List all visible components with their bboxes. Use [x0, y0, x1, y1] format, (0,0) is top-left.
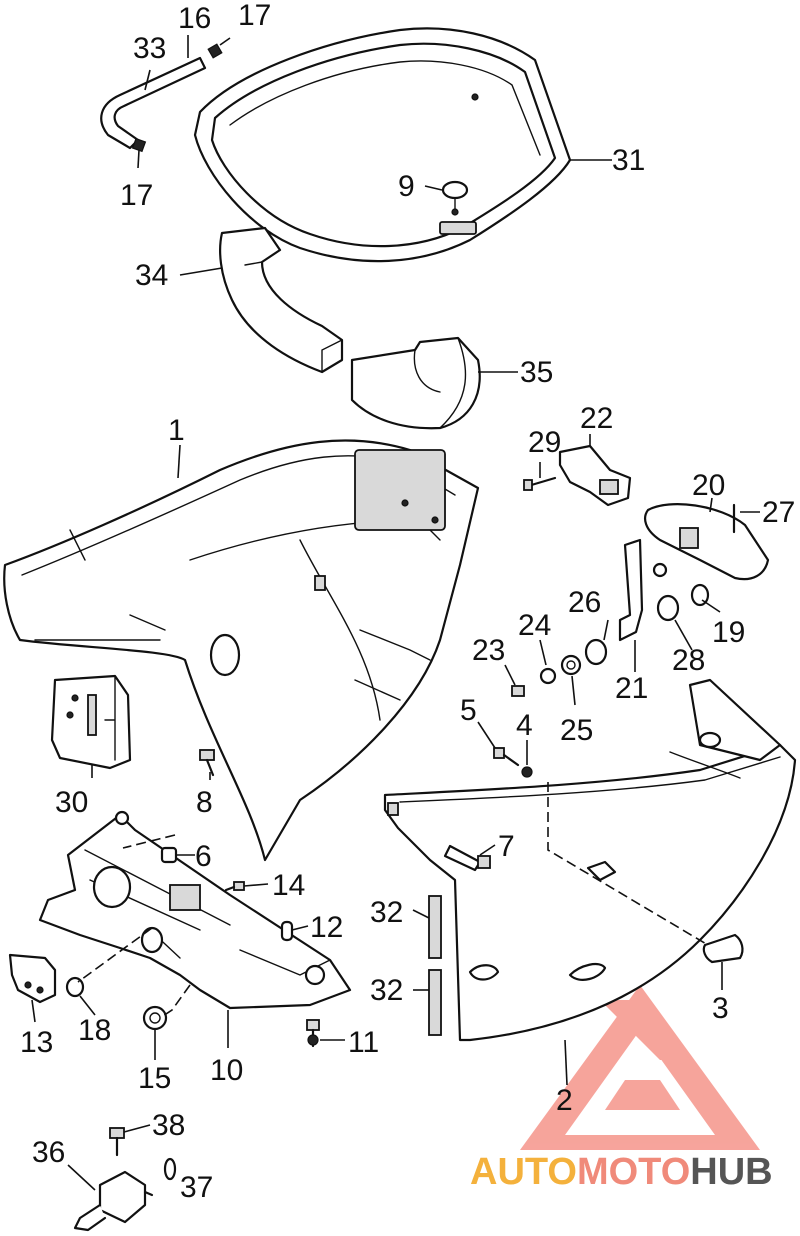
callout-25: 25	[560, 714, 593, 747]
callout-33: 33	[133, 32, 166, 65]
callout-20: 20	[692, 469, 725, 502]
callout-17a: 17	[238, 0, 271, 32]
callout-15: 15	[138, 1062, 171, 1095]
callout-27: 27	[762, 496, 795, 529]
small-parts	[8, 846, 320, 1048]
part-10-lower-pan	[38, 810, 352, 1010]
callout-26: 26	[568, 586, 601, 619]
callout-21: 21	[615, 672, 648, 705]
callout-12: 12	[310, 911, 343, 944]
latch-assembly	[511, 444, 770, 697]
watermark-text: AUTOMOTOHUB	[470, 1151, 773, 1193]
callout-9: 9	[398, 170, 415, 203]
callout-6: 6	[195, 840, 212, 873]
callout-24: 24	[518, 609, 551, 642]
callout-35: 35	[520, 356, 553, 389]
watermark-moto: MOTO	[577, 1151, 690, 1193]
triangle-a-logo-icon	[520, 985, 760, 1150]
watermark-auto: AUTO	[470, 1151, 577, 1193]
callout-13: 13	[20, 1026, 53, 1059]
parts-36-37-38-fitting	[73, 1127, 177, 1232]
part-9-grommet	[441, 180, 469, 216]
part-3-cap	[702, 933, 744, 964]
callout-32b: 32	[370, 974, 403, 1007]
watermark-hub: HUB	[690, 1151, 772, 1193]
part-34-foam-pad	[219, 226, 344, 374]
callout-3: 3	[712, 992, 729, 1025]
callout-32a: 32	[370, 896, 403, 929]
callout-7: 7	[498, 830, 515, 863]
callout-22: 22	[580, 402, 613, 435]
callout-8: 8	[196, 786, 213, 819]
part-32-strips	[428, 895, 442, 1036]
callout-16: 16	[178, 2, 211, 35]
svg-text:AUTOMOTOHUB: AUTOMOTOHUB	[470, 1151, 773, 1193]
callout-19: 19	[712, 616, 745, 649]
fasteners-4-5-7	[443, 747, 533, 872]
callout-36: 36	[32, 1136, 65, 1169]
part-8-bolt	[199, 749, 215, 777]
callout-17b: 17	[120, 179, 153, 212]
callout-18: 18	[78, 1014, 111, 1047]
callout-1: 1	[168, 414, 185, 447]
callout-38: 38	[152, 1109, 185, 1142]
callout-2: 2	[556, 1084, 573, 1117]
part-33-hose	[100, 43, 223, 153]
part-30-plate	[50, 674, 132, 770]
part-31-cowl-frame	[193, 27, 572, 263]
callout-29: 29	[528, 426, 561, 459]
part-2-rear-cowl	[383, 678, 797, 1042]
callout-28: 28	[672, 644, 705, 677]
part-35-foam-pad	[350, 336, 481, 430]
callout-11: 11	[348, 1026, 379, 1059]
callout-labels: 1 2 3 4 5 6 7 8 9 10 11 12 13 14 15 16 1…	[20, 0, 795, 1204]
callout-23: 23	[472, 634, 505, 667]
callout-31: 31	[612, 144, 645, 177]
callout-37: 37	[180, 1171, 213, 1204]
callout-5: 5	[460, 694, 477, 727]
callout-34: 34	[135, 259, 168, 292]
callout-4: 4	[516, 709, 533, 742]
part-1-front-cowl	[3, 439, 480, 862]
callout-14: 14	[272, 869, 305, 902]
callout-10: 10	[210, 1054, 243, 1087]
callout-30: 30	[55, 786, 88, 819]
leader-lines	[31, 35, 760, 1191]
